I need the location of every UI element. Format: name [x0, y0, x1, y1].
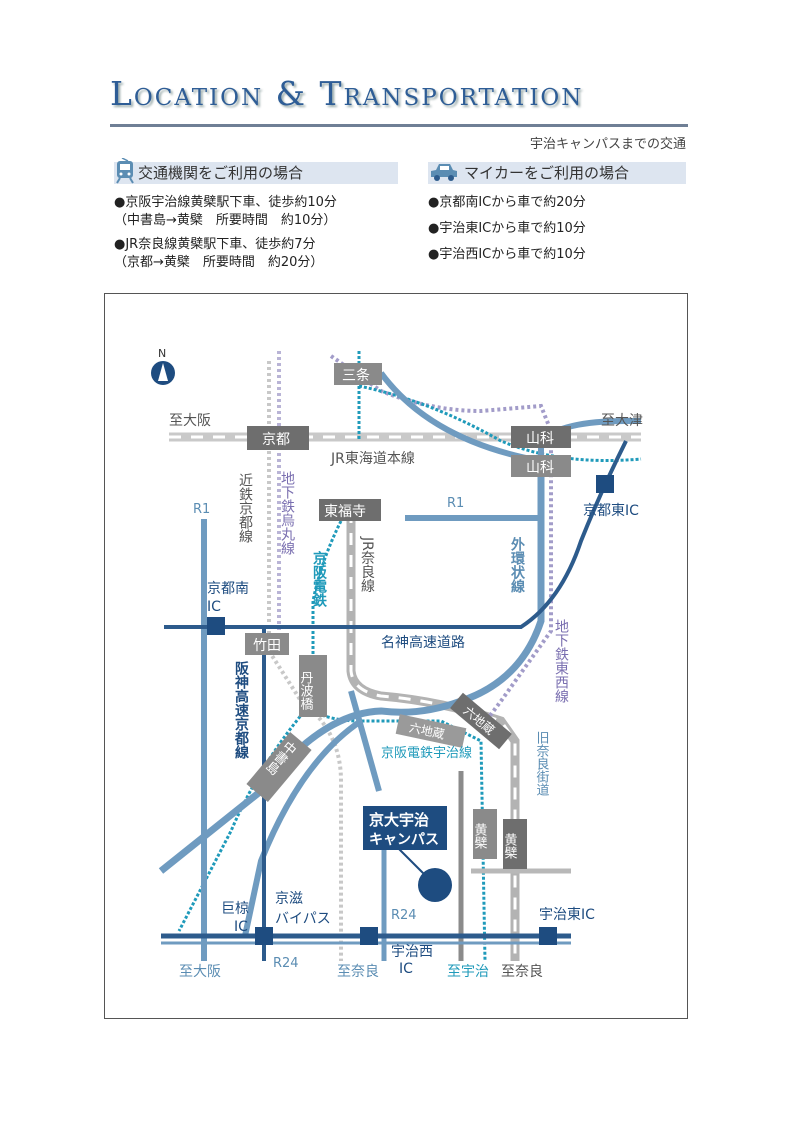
svg-text:R24: R24: [391, 908, 417, 923]
car-heading-text: マイカーをご利用の場合: [464, 164, 630, 182]
car-heading: マイカーをご利用の場合: [428, 162, 686, 184]
uji-nishi-ic-marker: [360, 927, 378, 945]
svg-text:京都東IC: 京都東IC: [583, 503, 639, 519]
yamashina-station-1: [511, 426, 571, 448]
chushojima-station: 中書島: [246, 731, 312, 803]
svg-text:地下鉄東西線: 地下鉄東西線: [553, 619, 569, 703]
ogura-ic-marker: [255, 927, 273, 945]
uji-higashi-ic-marker: [539, 927, 557, 945]
obaku-keihan-station: [473, 809, 497, 859]
campus-label-box: [363, 806, 447, 850]
svg-text:IC: IC: [234, 919, 248, 935]
svg-text:至奈良: 至奈良: [337, 964, 379, 980]
list-item: ●京都南ICから車で約20分: [428, 195, 586, 210]
page-title: Location & Transportation: [110, 74, 584, 113]
svg-text:近鉄京都線: 近鉄京都線: [237, 473, 253, 543]
access-map: N 京大宇治 キャンパス 三条 京都 山科 山科 東福寺 竹田 丹波橋 中書島 …: [104, 293, 688, 1019]
tambabashi-station: [299, 655, 327, 717]
meishin-expressway: [164, 440, 628, 629]
public-transport-heading: 交通機関をご利用の場合: [114, 158, 398, 184]
svg-text:IC: IC: [399, 961, 413, 977]
svg-text:京阪電鉄宇治線: 京阪電鉄宇治線: [381, 745, 472, 761]
svg-text:IC: IC: [207, 599, 221, 615]
svg-text:竹田: 竹田: [253, 638, 281, 654]
svg-text:京都南: 京都南: [207, 581, 249, 597]
kyoto-minami-ic-marker: [207, 617, 225, 635]
svg-text:黄檗: 黄檗: [502, 833, 518, 859]
svg-text:R24: R24: [273, 956, 299, 971]
svg-text:外環状線: 外環状線: [509, 536, 525, 594]
road-southwest: [348, 690, 382, 792]
map-canvas: N 京大宇治 キャンパス 三条 京都 山科 山科 東福寺 竹田 丹波橋 中書島 …: [151, 347, 643, 980]
list-item: ●宇治西ICから車で約10分: [428, 247, 586, 262]
svg-text:京滋: 京滋: [275, 891, 303, 907]
svg-text:至奈良: 至奈良: [501, 964, 543, 980]
kyoto-station: [247, 426, 309, 450]
takeda-station: [245, 633, 289, 655]
public-transport-list: ●京阪宇治線黄檗駅下車、徒歩約10分（中書島→黄檗 所要時間 約10分） ●JR…: [114, 194, 414, 278]
svg-text:宇治東IC: 宇治東IC: [539, 907, 595, 923]
svg-text:京都: 京都: [262, 432, 290, 448]
north-arrow-icon: [158, 363, 168, 381]
svg-text:名神高速道路: 名神高速道路: [381, 634, 465, 651]
svg-text:至大阪: 至大阪: [169, 413, 211, 429]
svg-text:丹波橋: 丹波橋: [298, 671, 314, 711]
list-item: ●京阪宇治線黄檗駅下車、徒歩約10分（中書島→黄檗 所要時間 約10分）: [114, 195, 337, 228]
rokujizo-keihan-station: 六地蔵: [395, 714, 467, 748]
keihan-keishin-line: [358, 384, 642, 462]
page-subtitle: 宇治キャンパスまでの交通: [529, 137, 686, 152]
car-icon: [431, 164, 457, 181]
train-icon: [116, 158, 134, 184]
obaku-jr-station: [503, 819, 527, 869]
svg-text:旧奈良街道: 旧奈良街道: [534, 731, 550, 796]
svg-text:地下鉄烏丸線: 地下鉄烏丸線: [279, 471, 295, 555]
svg-text:R1: R1: [193, 502, 210, 517]
campus-pointer: [395, 845, 425, 875]
list-item: ●宇治東ICから車で約10分: [428, 221, 586, 236]
north-label: N: [158, 347, 166, 360]
svg-text:JR奈良線: JR奈良線: [359, 536, 375, 593]
svg-text:至大阪: 至大阪: [179, 964, 221, 980]
svg-text:山科: 山科: [526, 431, 554, 447]
tofukuji-station: [319, 499, 381, 521]
campus-label-2: キャンパス: [369, 832, 439, 848]
yamashina-station-2: [511, 455, 571, 477]
sanjo-station: [334, 363, 382, 385]
svg-text:R1: R1: [447, 496, 464, 511]
svg-text:黄檗: 黄檗: [472, 823, 488, 849]
gaikan-road: [158, 461, 545, 874]
svg-text:山科: 山科: [526, 460, 554, 476]
campus-marker: [418, 868, 452, 902]
svg-text:JR東海道本線: JR東海道本線: [330, 451, 415, 467]
campus-label-1: 京大宇治: [369, 811, 429, 829]
public-transport-heading-text: 交通機関をご利用の場合: [138, 164, 304, 182]
title-rule: [110, 124, 688, 127]
svg-text:東福寺: 東福寺: [324, 504, 366, 520]
svg-text:京阪電鉄: 京阪電鉄: [311, 550, 327, 608]
svg-text:阪神高速京都線: 阪神高速京都線: [233, 661, 250, 760]
svg-text:至宇治: 至宇治: [447, 964, 489, 980]
svg-text:至大津: 至大津: [601, 413, 643, 429]
svg-text:巨椋: 巨椋: [221, 901, 249, 917]
kyoto-higashi-ic-marker: [596, 475, 614, 493]
svg-text:宇治西: 宇治西: [391, 944, 433, 960]
svg-text:三条: 三条: [342, 367, 370, 384]
svg-text:バイパス: バイパス: [275, 911, 331, 927]
car-list: ●京都南ICから車で約20分 ●宇治東ICから車で約10分 ●宇治西ICから車で…: [428, 194, 688, 272]
list-item: ●JR奈良線黄檗駅下車、徒歩約7分（京都→黄檗 所要時間 約20分）: [114, 237, 324, 270]
